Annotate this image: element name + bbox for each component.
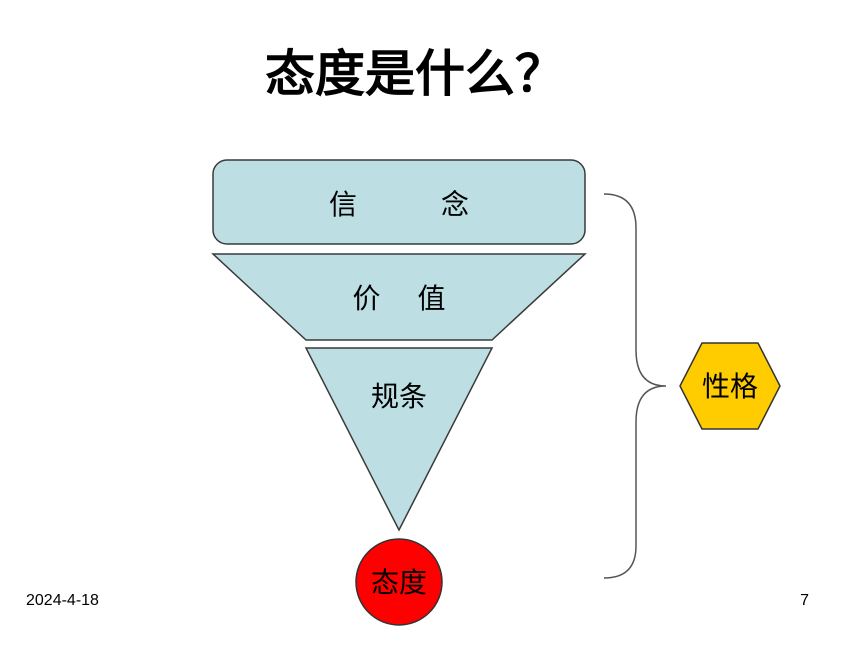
rule-layer-label: 规条: [371, 380, 427, 413]
personality-label: 性格: [702, 370, 758, 403]
belief-layer-box: [212, 159, 586, 245]
value-layer-label: 价 值: [353, 282, 446, 315]
page-title: 态度是什么？: [265, 44, 565, 103]
value-layer-trapezoid: [211, 253, 587, 341]
footer-date: 2024-4-18: [26, 592, 99, 609]
personality-hexagon: [679, 342, 781, 430]
page-number: 7: [800, 592, 809, 609]
rule-layer-triangle: [304, 347, 494, 532]
attitude-label: 态度: [371, 566, 427, 599]
attitude-circle: [355, 538, 443, 626]
belief-layer-label: 信 念: [329, 188, 469, 221]
curly-brace: [603, 193, 667, 579]
